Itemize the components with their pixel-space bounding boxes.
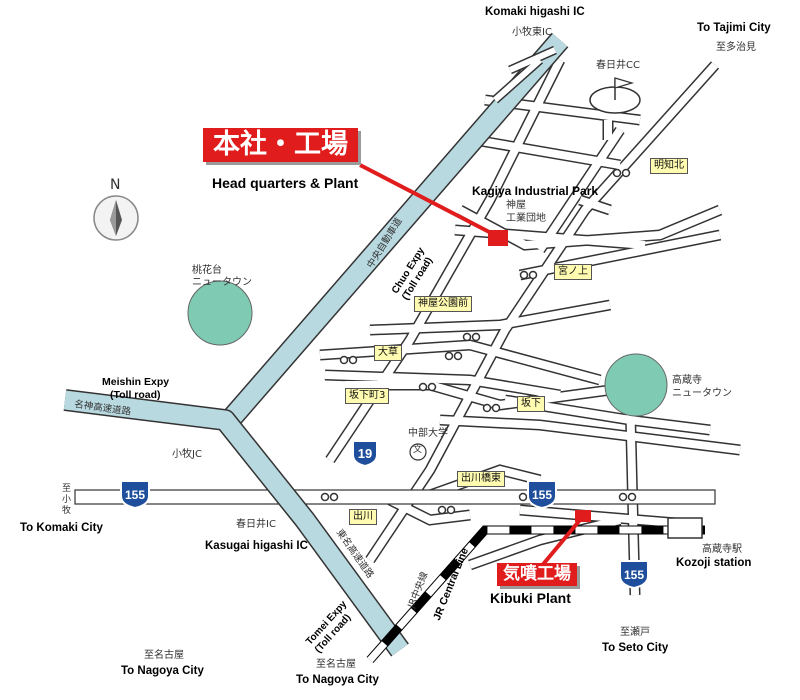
- meishin-expy-toll: (Toll road): [110, 389, 161, 401]
- to-seto-jp: 至瀬戸: [620, 627, 650, 638]
- kozoji-newtown-label-2: ニュータウン: [672, 388, 732, 399]
- tokadai-label-2: ニュータウン: [192, 277, 252, 288]
- signal-degawa-higashi: 出川橋東: [457, 471, 505, 487]
- svg-text:155: 155: [624, 568, 644, 582]
- to-nagoya2-jp: 至名古屋: [316, 659, 356, 670]
- to-komaki-en: To Komaki City: [20, 522, 103, 534]
- kasugai-higashi-ic-en: Kasugai higashi IC: [205, 540, 308, 552]
- signal-sakashita: 坂下: [517, 396, 545, 412]
- school-symbol: 文: [413, 445, 423, 455]
- signal-sakashita-3: 坂下町3: [345, 388, 390, 404]
- kibuki-banner: 気噴工場: [497, 563, 577, 586]
- kozoji-station-en: Kozoji station: [676, 557, 752, 569]
- route-19-shield: 19: [352, 440, 378, 468]
- tokadai-newtown: [187, 280, 253, 346]
- signal-myochikita: 明知北: [650, 158, 688, 174]
- route-155-shield-west: 155: [120, 480, 150, 510]
- industrial-park-en: Kagiya Industrial Park: [472, 184, 599, 198]
- to-seto-en: To Seto City: [602, 642, 669, 654]
- compass-north-label: N: [110, 177, 121, 193]
- signal-degawa: 出川: [349, 509, 377, 525]
- signal-okusa: 大草: [374, 345, 402, 361]
- to-tajimi-jp: 至多治見: [716, 42, 756, 53]
- to-tajimi-en: To Tajimi City: [697, 22, 771, 34]
- golf-course-label: 春日井CC: [596, 60, 640, 71]
- industrial-park-jp-2: 工業団地: [506, 213, 546, 224]
- signal-minoue: 宮ノ上: [554, 264, 592, 280]
- kozoji-newtown-label-1: 高蔵寺: [672, 375, 702, 386]
- kibuki-plant-marker: [575, 510, 591, 522]
- komaki-higashi-ic-en: Komaki higashi IC: [485, 6, 585, 18]
- industrial-park-jp-1: 神屋: [506, 200, 526, 211]
- hq-banner: 本社・工場: [203, 128, 358, 162]
- to-nagoya-en: To Nagoya City: [121, 665, 204, 677]
- kozoji-newtown: [604, 353, 668, 417]
- expressway-meishin: [63, 389, 409, 657]
- hq-english-label: Head quarters & Plant: [212, 175, 359, 191]
- to-nagoya-jp: 至名古屋: [144, 650, 184, 661]
- kozoji-station-jp: 高蔵寺駅: [702, 544, 742, 555]
- kasugai-ic-jp: 春日井IC: [236, 519, 276, 530]
- route-19-number: 19: [358, 446, 372, 461]
- kibuki-english-label: Kibuki Plant: [490, 590, 571, 606]
- jr-central-line: [366, 525, 705, 663]
- route-155-shield-center: 155: [527, 480, 557, 510]
- to-komaki-jp: 至 小 牧: [62, 484, 72, 516]
- route-155-shield-south: 155: [619, 560, 649, 590]
- komaki-jc-label: 小牧JC: [172, 449, 202, 460]
- svg-text:155: 155: [125, 488, 145, 502]
- svg-text:155: 155: [532, 488, 552, 502]
- komaki-higashi-ic-jp: 小牧東IC: [512, 27, 552, 38]
- to-nagoya2-en: To Nagoya City: [296, 674, 379, 686]
- expressway-chuo: [221, 32, 569, 428]
- kozoji-station-box: [667, 517, 703, 539]
- meishin-expy-name: Meishin Expy: [102, 376, 170, 388]
- tokadai-label-1: 桃花台: [192, 265, 222, 276]
- chubu-university-label: 中部大学: [408, 428, 448, 439]
- signal-kagiya-koen: 神屋公園前: [414, 296, 472, 312]
- local-roads-fill: [319, 58, 741, 596]
- traffic-signals: [320, 168, 637, 515]
